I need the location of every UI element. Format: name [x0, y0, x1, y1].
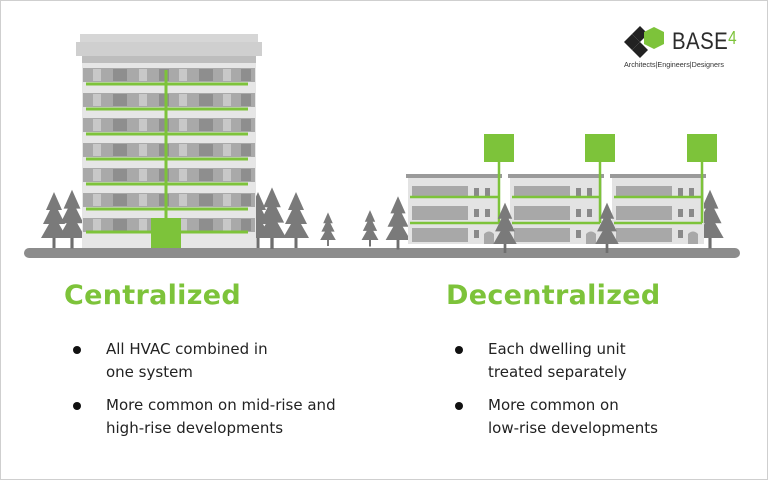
ground-line	[24, 248, 740, 258]
lowrise-building-3	[610, 134, 717, 244]
unit-hvac-1	[484, 134, 514, 162]
logo-tagline: Architects|Engineers|Designers	[624, 60, 725, 69]
unit-hvac-3	[687, 134, 717, 162]
decentralized-title: Decentralized	[446, 280, 661, 311]
bullet-dot-icon	[455, 402, 463, 410]
lowrise-building-2	[508, 134, 615, 244]
lowrise-building-1	[406, 134, 514, 244]
base4-logo: BASE4 Architects|Engineers|Designers	[622, 24, 762, 74]
bullet-dot-icon	[73, 402, 81, 410]
logo-mark-icon	[624, 26, 664, 58]
highrise-building	[76, 34, 262, 248]
bullet-dot-icon	[455, 346, 463, 354]
centralized-title: Centralized	[64, 280, 241, 311]
logo-wordmark: BASE4	[672, 28, 738, 55]
bullet-dot-icon	[73, 346, 81, 354]
unit-hvac-2	[585, 134, 615, 162]
central-hvac-unit	[151, 218, 181, 248]
